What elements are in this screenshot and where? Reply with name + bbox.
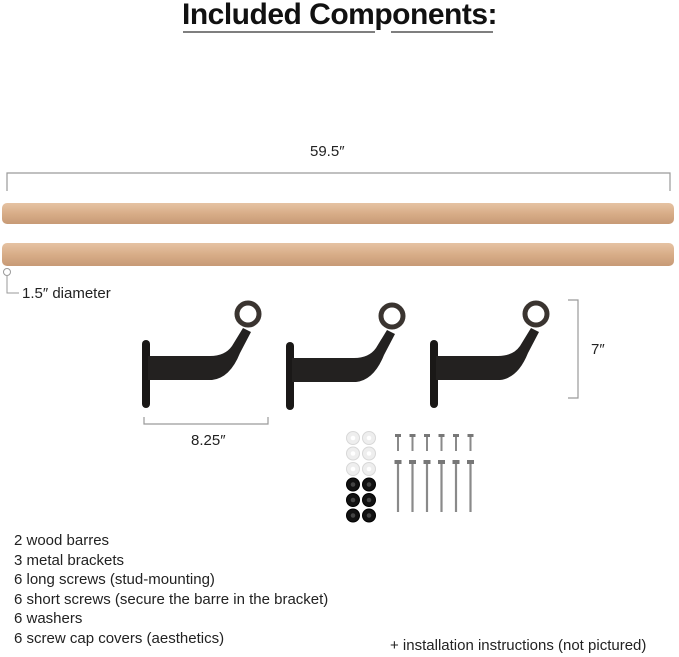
metal-bracket [286, 302, 406, 410]
depth-dimension-line [143, 417, 269, 425]
list-item: 6 long screws (stud-mounting) [14, 571, 215, 588]
long-screw [423, 460, 431, 512]
bracket-height-label: 7″ [591, 341, 605, 358]
long-screw [452, 460, 460, 512]
long-screw [438, 460, 445, 512]
barre-diameter-label: 1.5″ diameter [22, 285, 111, 302]
short-screw [409, 434, 416, 451]
short-screw [395, 434, 401, 451]
barre-length-label: 59.5″ [310, 143, 345, 160]
list-item: 6 short screws (secure the barre in the … [14, 590, 329, 608]
short-screw [453, 434, 459, 451]
long-screw [409, 460, 416, 512]
list-item: 2 wood barres [14, 532, 110, 549]
bracket-depth-label: 8.25″ [191, 432, 226, 449]
metal-bracket [430, 300, 550, 408]
long-screw [467, 460, 474, 512]
wood-barre [2, 243, 674, 266]
components-list: 2 wood barres 3 metal brackets 6 long sc… [14, 531, 328, 648]
short-screw [424, 434, 430, 451]
wood-barre [2, 203, 674, 224]
list-item: 6 washers [14, 610, 83, 627]
metal-bracket [142, 300, 262, 408]
long-screw [394, 460, 402, 512]
list-item: 3 metal brackets [14, 551, 125, 569]
short-screw [438, 434, 445, 451]
page-title: Included Components: [182, 0, 498, 31]
installation-note: + installation instructions (not picture… [390, 637, 647, 654]
height-dimension-line [568, 299, 579, 399]
length-dimension-line [6, 172, 671, 191]
list-item: 6 screw cap covers (aesthetics) [14, 629, 225, 647]
short-screw [467, 434, 474, 451]
diameter-indicator [3, 268, 19, 294]
